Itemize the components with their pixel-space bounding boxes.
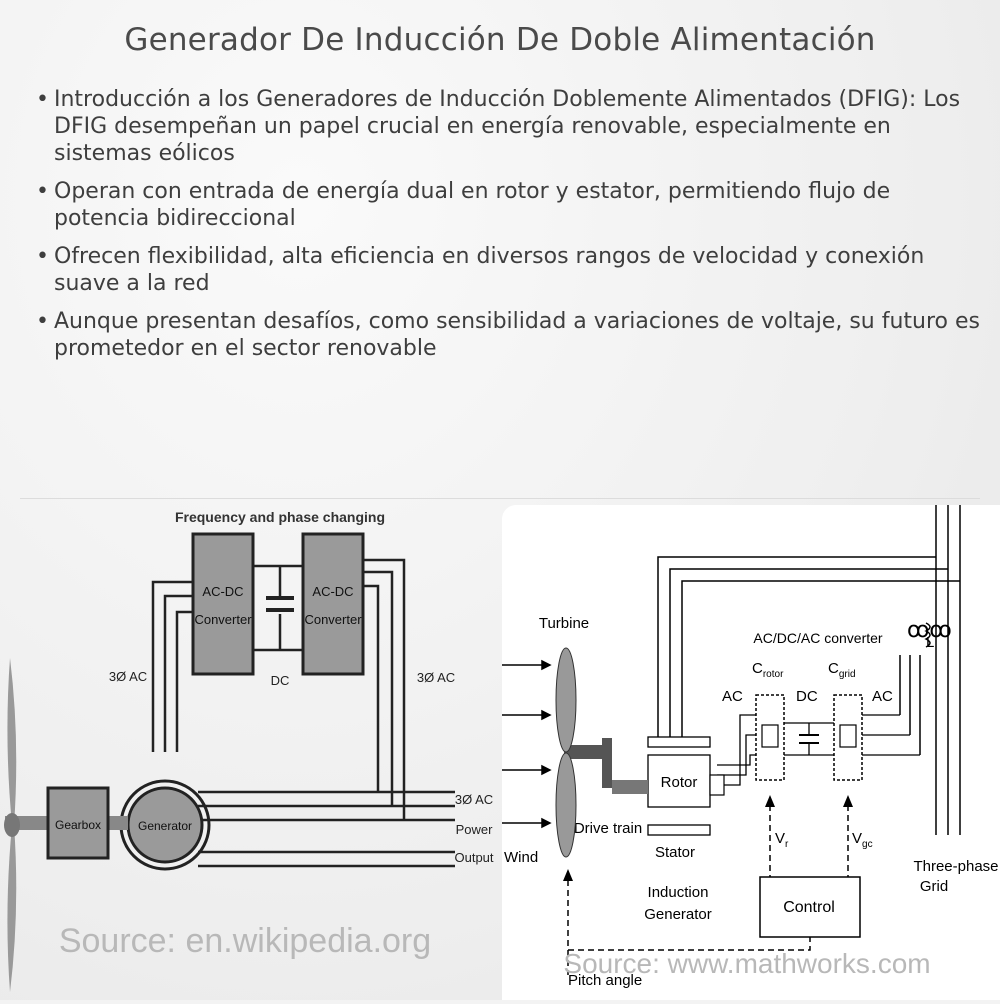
stator-top <box>647 736 711 748</box>
slip-rings <box>709 774 725 796</box>
page-title: Generador De Inducción De Doble Alimenta… <box>124 22 876 58</box>
inductor-label: L <box>926 634 934 651</box>
output-line1: 3Ø AC <box>455 792 493 807</box>
converter1-line2: Converter <box>194 612 252 627</box>
section-divider <box>20 498 980 499</box>
source-label: Source: en.wikipedia.org <box>59 922 431 960</box>
stator-label: Stator <box>655 844 695 861</box>
rotor-side-converter <box>755 694 785 781</box>
generator-label: Generator <box>138 819 192 833</box>
turbine-blade-icon <box>555 752 577 858</box>
converter2-line1: AC-DC <box>312 584 353 599</box>
converter2-line2: Converter <box>304 612 362 627</box>
stator-bottom <box>647 824 711 836</box>
grid-side-converter <box>833 694 863 781</box>
converter-label: AC/DC/AC converter <box>753 630 882 646</box>
output-line2: Power <box>456 822 494 837</box>
induction-generator-line1: Induction <box>648 884 709 901</box>
dfig-diagram-mathworks: Three-phase Grid ꝏꝏ L AC/DC/AC converter… <box>502 505 1000 1000</box>
grid-label-line2: Grid <box>920 878 948 895</box>
grid-label-line1: Three-phase <box>913 858 998 875</box>
wind-label: Wind <box>504 849 538 866</box>
bullet-item: Aunque presentan desafíos, como sensibil… <box>30 308 980 362</box>
drive-train-label: Drive train <box>574 820 642 837</box>
ac-right-label: 3Ø AC <box>417 670 455 685</box>
gearbox-label: Gearbox <box>55 818 101 832</box>
c-rotor-label: Crotor <box>752 660 784 680</box>
ac-label-2: AC <box>872 688 893 705</box>
ac-left-label: 3Ø AC <box>109 669 147 684</box>
control-label: Control <box>783 899 835 916</box>
vgc-label: Vgc <box>852 830 873 850</box>
turbine-blade-icon <box>7 658 17 825</box>
ac-dc-converter-2 <box>301 532 365 676</box>
ac-label-1: AC <box>722 688 743 705</box>
control-box <box>759 876 861 938</box>
turbine-blade-icon <box>555 647 577 753</box>
bullet-item: Ofrecen flexibilidad, alta eficiencia en… <box>30 243 980 297</box>
output-line3: Output <box>454 850 493 865</box>
pitch-angle-label: Pitch angle <box>568 972 642 989</box>
dc-label: DC <box>271 673 290 688</box>
turbine-blade-icon <box>7 825 17 992</box>
dfig-diagram-wikipedia: Frequency and phase changing AC-DC Conve… <box>0 500 500 1000</box>
ac-dc-converter-1 <box>191 532 255 676</box>
header-label: Frequency and phase changing <box>175 509 385 525</box>
drive-train-shaft <box>612 780 648 794</box>
converter1-line1: AC-DC <box>202 584 243 599</box>
rotor-label: Rotor <box>661 774 698 791</box>
bullet-item: Operan con entrada de energía dual en ro… <box>30 178 980 232</box>
bullet-list: Introducción a los Generadores de Inducc… <box>30 86 980 373</box>
dc-label: DC <box>796 688 818 705</box>
turbine-label: Turbine <box>539 615 589 632</box>
induction-generator-line2: Generator <box>644 906 712 923</box>
source-label: Source: www.mathworks.com <box>563 948 930 979</box>
vr-label: Vr <box>775 830 789 850</box>
c-grid-label: Cgrid <box>828 660 856 680</box>
gearbox <box>46 786 110 860</box>
bullet-item: Introducción a los Generadores de Inducc… <box>30 86 980 167</box>
